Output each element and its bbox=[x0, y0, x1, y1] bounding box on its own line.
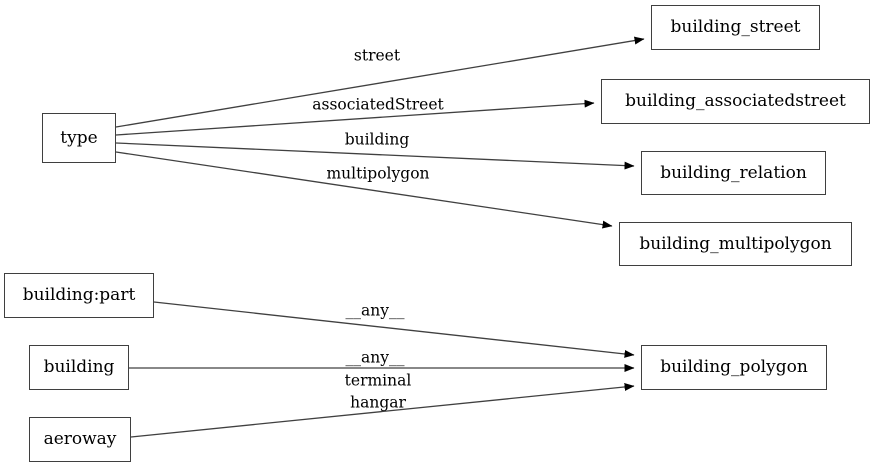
node-building_multipolygon[interactable]: building_multipolygon bbox=[619, 222, 852, 266]
edge-label-e1: street bbox=[353, 46, 401, 65]
node-building_polygon[interactable]: building_polygon bbox=[641, 345, 827, 390]
edge-label-e7: terminal bbox=[344, 371, 412, 390]
edge-type-to-building_relation bbox=[115, 142, 635, 170]
node-aeroway[interactable]: aeroway bbox=[29, 417, 131, 462]
edge-type-to-building_street bbox=[115, 36, 645, 128]
edge-building_part-to-building_polygon bbox=[153, 301, 635, 358]
edge-label-e6: __any__ bbox=[345, 348, 405, 367]
edge-type-to-building_multipolygon bbox=[115, 151, 613, 229]
node-type[interactable]: type bbox=[42, 113, 116, 163]
edge-label-e3: building bbox=[344, 130, 410, 149]
node-label: building_relation bbox=[660, 162, 807, 183]
node-label: aeroway bbox=[43, 429, 117, 449]
edge-aeroway-to-building_polygon bbox=[130, 382, 635, 438]
node-label: building_associatedstreet bbox=[625, 91, 846, 111]
node-label: building_polygon bbox=[660, 357, 808, 377]
node-label: building bbox=[43, 357, 115, 377]
node-label: building_multipolygon bbox=[639, 233, 832, 254]
edge-label-e5: __any__ bbox=[345, 301, 405, 320]
node-building_associatedstreet[interactable]: building_associatedstreet bbox=[601, 79, 870, 124]
edge-label-e8: hangar bbox=[350, 393, 406, 412]
edge-type-to-building_associatedstreet bbox=[115, 99, 595, 136]
node-label: building:part bbox=[22, 285, 136, 305]
node-building[interactable]: building bbox=[29, 345, 129, 390]
node-label: building_street bbox=[670, 17, 801, 37]
node-building_part[interactable]: building:part bbox=[4, 273, 154, 318]
edge-label-e4: multipolygon bbox=[326, 164, 430, 183]
edge-label-e2: associatedStreet bbox=[312, 95, 444, 114]
node-building_relation[interactable]: building_relation bbox=[641, 151, 826, 195]
node-label: type bbox=[60, 127, 98, 148]
node-building_street[interactable]: building_street bbox=[651, 5, 820, 50]
